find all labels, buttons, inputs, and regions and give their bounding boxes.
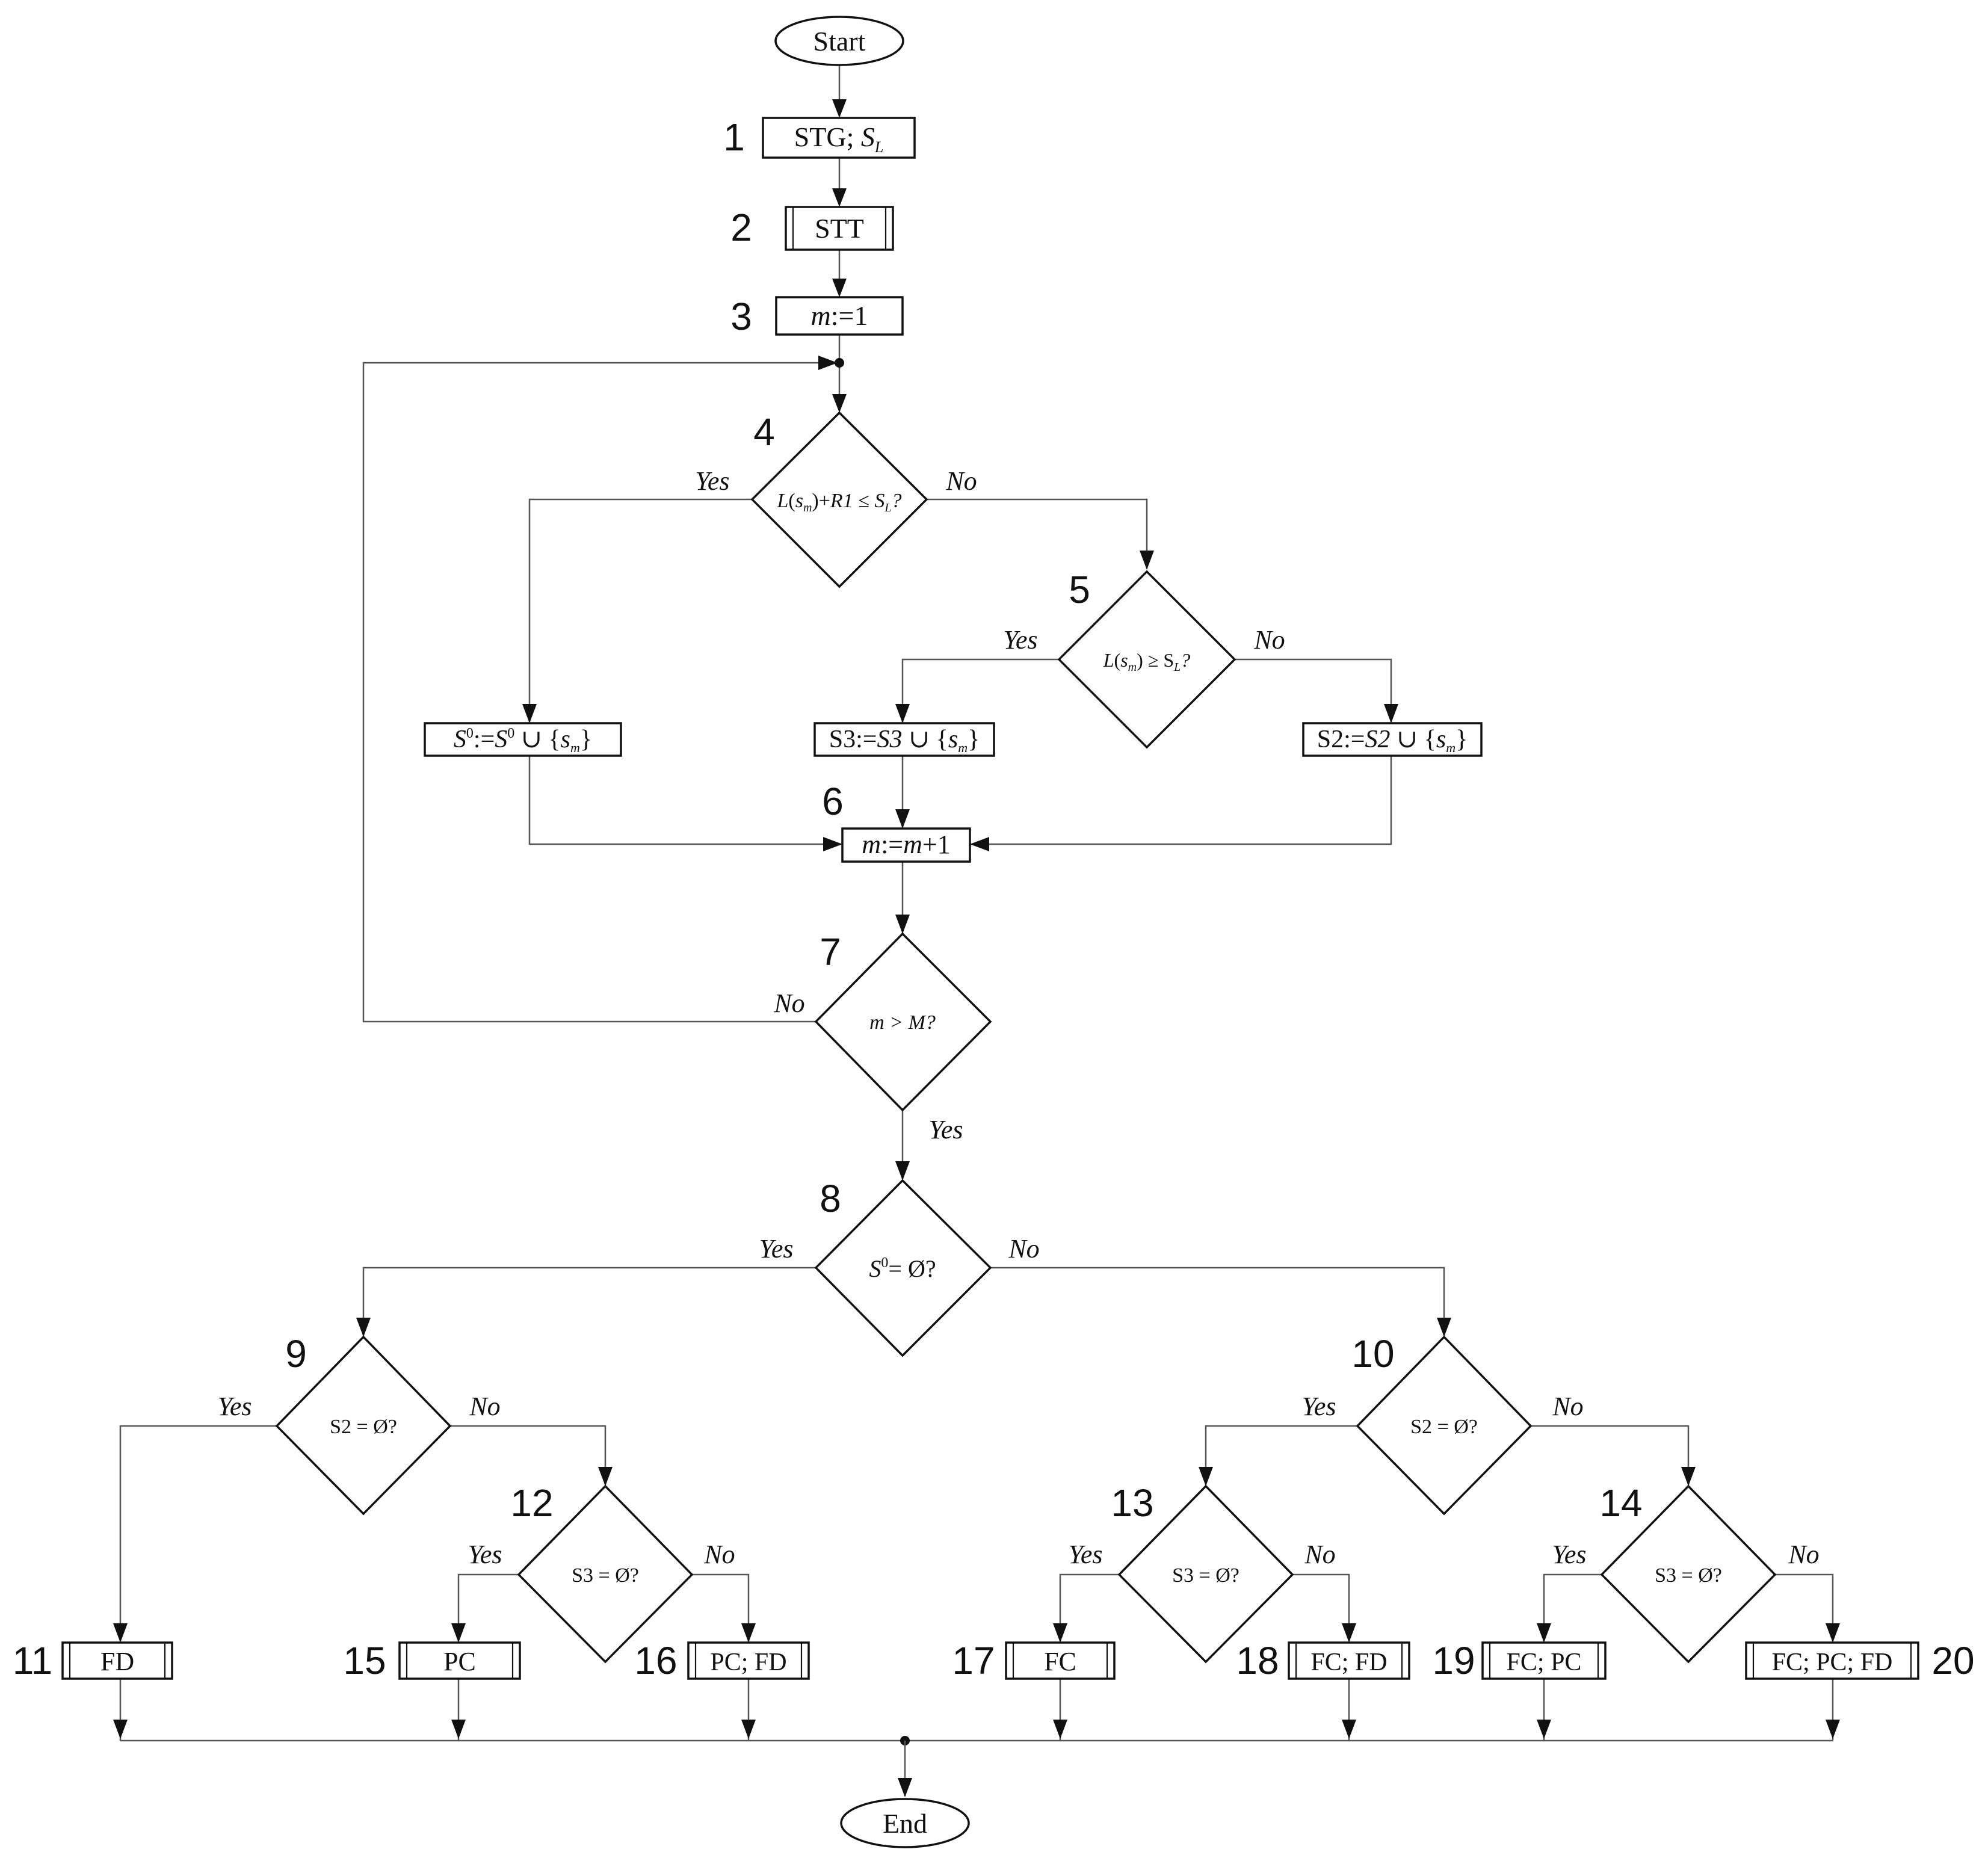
step-9-number: 9 <box>285 1332 307 1375</box>
svg-text:L(sm) ≥ SL?: L(sm) ≥ SL? <box>1103 649 1191 674</box>
step-7-text: m > M? <box>869 1011 936 1034</box>
step-13-decision: S3 = Ø? 13 Yes No <box>1068 1481 1336 1664</box>
step-13-yes: Yes <box>1068 1540 1102 1569</box>
step-10-number: 10 <box>1351 1332 1394 1375</box>
step-4-decision: L(sm)+R1 ≤ SL? 4 Yes No <box>695 410 977 588</box>
step-2-number: 2 <box>730 206 752 249</box>
svg-text:S2:=S2 ∪ {sm}: S2:=S2 ∪ {sm} <box>1317 726 1468 755</box>
step-11-box: FD 11 <box>13 1639 173 1682</box>
step-16-text: PC; FD <box>710 1649 786 1676</box>
svg-text:m:=1: m:=1 <box>811 300 868 331</box>
end-label: End <box>883 1808 927 1839</box>
step-1-text: STG; <box>794 122 861 152</box>
step-6-box: m:=m+1 6 <box>822 780 971 863</box>
step-9-decision: S2 = Ø? 9 Yes No <box>217 1332 501 1516</box>
step-12-number: 12 <box>510 1481 553 1525</box>
step-5-yes: Yes <box>1003 625 1037 655</box>
assign-s3-box: S3:=S3 ∪ {sm} <box>813 722 995 757</box>
step-15-text: PC <box>443 1647 476 1676</box>
step-8-decision: S0= Ø? 8 Yes No <box>759 1177 1040 1357</box>
step-14-text: S3 = Ø? <box>1655 1564 1722 1587</box>
step-11-text: FD <box>100 1647 134 1676</box>
step-3-var: m <box>811 300 831 331</box>
step-4-number: 4 <box>753 410 775 454</box>
svg-text:S3:=S3 ∪ {sm}: S3:=S3 ∪ {sm} <box>829 726 980 755</box>
step-12-text: S3 = Ø? <box>572 1564 639 1587</box>
step-19-text: FC; PC <box>1507 1649 1582 1676</box>
step-10-decision: S2 = Ø? 10 Yes No <box>1301 1332 1584 1516</box>
end-terminal: End <box>840 1798 970 1848</box>
step-2-text: STT <box>815 213 864 244</box>
svg-text:m:=m+1: m:=m+1 <box>862 830 950 859</box>
step-7-yes: Yes <box>928 1115 963 1144</box>
step-20-box: FC; PC; FD 20 <box>1745 1639 1975 1682</box>
step-13-text: S3 = Ø? <box>1172 1564 1239 1587</box>
step-10-text: S2 = Ø? <box>1410 1416 1478 1438</box>
svg-text:L(sm)+R1 ≤ SL?: L(sm)+R1 ≤ SL? <box>776 490 901 514</box>
step-19-box: FC; PC 19 <box>1432 1639 1607 1682</box>
assign-s0-box: S0:=S0 ∪ {sm} <box>424 722 622 757</box>
step-8-number: 8 <box>820 1177 841 1220</box>
step-10-no: No <box>1552 1392 1583 1421</box>
step-8-yes: Yes <box>759 1234 793 1264</box>
step-1-sub: L <box>874 138 883 156</box>
assign-s2-box: S2:=S2 ∪ {sm} <box>1302 722 1483 757</box>
step-17-number: 17 <box>952 1639 995 1682</box>
step-13-number: 13 <box>1111 1481 1153 1525</box>
step-12-no: No <box>703 1540 735 1569</box>
step-14-no: No <box>1788 1540 1819 1569</box>
step-4-no: No <box>945 466 977 496</box>
step-11-number: 11 <box>13 1639 52 1682</box>
step-9-yes: Yes <box>217 1392 252 1421</box>
svg-text:STG; SL: STG; SL <box>794 122 884 156</box>
step-14-decision: S3 = Ø? 14 Yes No <box>1552 1481 1820 1664</box>
step-9-text: S2 = Ø? <box>330 1416 397 1438</box>
step-2-box: STT 2 <box>730 206 894 251</box>
step-13-no: No <box>1304 1540 1335 1569</box>
step-1-box: STG; SL 1 <box>723 116 916 159</box>
step-5-no: No <box>1253 625 1285 655</box>
step-3-text: :=1 <box>831 300 868 331</box>
start-terminal: Start <box>774 16 904 66</box>
step-18-number: 18 <box>1236 1639 1279 1682</box>
start-label: Start <box>813 26 866 57</box>
step-1-math: S <box>861 122 875 152</box>
step-14-yes: Yes <box>1552 1540 1586 1569</box>
step-6-number: 6 <box>822 780 844 823</box>
step-19-number: 19 <box>1432 1639 1475 1682</box>
step-10-yes: Yes <box>1301 1392 1336 1421</box>
step-7-no: No <box>773 989 804 1018</box>
step-7-decision: m > M? 7 No Yes <box>773 930 992 1144</box>
step-3-box: m:=1 3 <box>730 295 904 338</box>
step-12-yes: Yes <box>468 1540 502 1569</box>
step-20-number: 20 <box>1931 1639 1974 1682</box>
step-15-box: PC 15 <box>343 1639 521 1682</box>
step-15-number: 15 <box>343 1639 386 1682</box>
step-17-text: FC <box>1044 1647 1076 1676</box>
step-4-yes: Yes <box>695 466 729 496</box>
step-1-number: 1 <box>723 116 745 159</box>
svg-text:S0:=S0 ∪ {sm}: S0:=S0 ∪ {sm} <box>454 726 592 755</box>
connectors <box>113 65 1840 1797</box>
step-17-box: FC 17 <box>952 1639 1116 1682</box>
step-8-no: No <box>1008 1234 1039 1264</box>
step-12-decision: S3 = Ø? 12 Yes No <box>468 1481 735 1664</box>
step-16-number: 16 <box>634 1639 677 1682</box>
step-5-decision: L(sm) ≥ SL? 5 Yes No <box>1003 568 1285 749</box>
step-3-number: 3 <box>730 295 752 338</box>
step-16-box: PC; FD 16 <box>634 1639 810 1682</box>
step-5-number: 5 <box>1069 568 1090 611</box>
step-18-box: FC; FD 18 <box>1236 1639 1410 1682</box>
svg-text:S0= Ø?: S0= Ø? <box>869 1255 936 1282</box>
step-14-number: 14 <box>1599 1481 1642 1525</box>
step-7-number: 7 <box>820 930 841 974</box>
step-9-no: No <box>469 1392 500 1421</box>
step-20-text: FC; PC; FD <box>1772 1649 1893 1676</box>
step-18-text: FC; FD <box>1310 1649 1387 1676</box>
